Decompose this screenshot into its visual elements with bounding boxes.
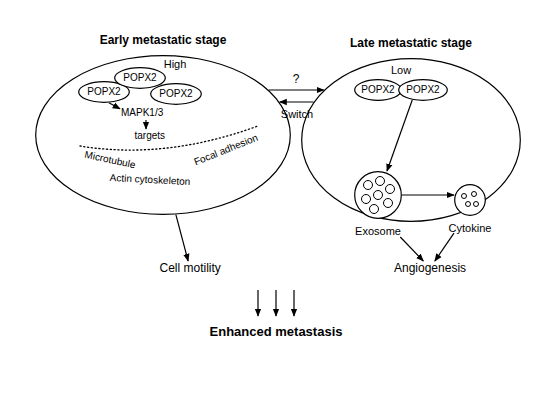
ellipse-outline [115,68,166,89]
edge-label: ? [293,73,300,85]
protein-oval: POPX2 [354,79,402,101]
outcome-heading: Enhanced metastasis [210,326,343,338]
bud-outline [455,185,486,216]
connector-arrow [269,89,324,90]
outcome-name: Angiogenesis [394,262,466,274]
vesicle-name: Cytokine [424,222,516,234]
protein-oval: POPX2 [150,83,202,105]
kinase-name: MAPK1/3 [121,107,163,119]
stage-heading: Early metastatic stage [0,34,351,46]
connector-arrow [435,233,454,261]
protein-name: POPX2 [354,84,402,96]
cytokine-bud: Cytokine [454,184,486,234]
down-arrow [293,290,294,316]
protein-name: POPX2 [150,88,202,100]
target-label: targets [135,130,166,142]
vesicle-name: Exosome [324,225,432,237]
outcome-label: Cell motility [160,262,221,274]
stage-heading: Late metastatic stage [241,37,560,49]
protein-oval: POPX2 [398,79,448,101]
connector-arrow [176,215,188,261]
expression-level: Low [301,64,501,76]
protein-name: POPX2 [78,86,130,98]
cell-outline: Late metastatic stageLowPOPX2POPX2Exosom… [301,58,521,222]
down-arrow [257,290,258,316]
expression-level: High [59,58,291,70]
bud-outline [355,172,402,219]
outcome-label: Angiogenesis [394,262,466,274]
ellipse-outline [151,84,202,105]
ellipse-outline [302,59,521,222]
kinase-label: MAPK1/3 [121,107,163,119]
ellipse-outline [36,56,291,215]
protein-oval: POPX2 [114,67,166,89]
ellipse-outline [355,80,402,101]
edge-label: Switch [281,108,313,120]
down-arrow [275,290,276,316]
exosome-bud: Exosome [354,171,402,237]
connector-arrow [280,101,314,102]
protein-name: POPX2 [398,84,448,96]
connector-arrow [400,237,423,261]
target-name: targets [135,130,166,142]
outcome-name: Cell motility [160,262,221,274]
ellipse-outline [399,80,448,101]
protein-name: POPX2 [114,72,166,84]
